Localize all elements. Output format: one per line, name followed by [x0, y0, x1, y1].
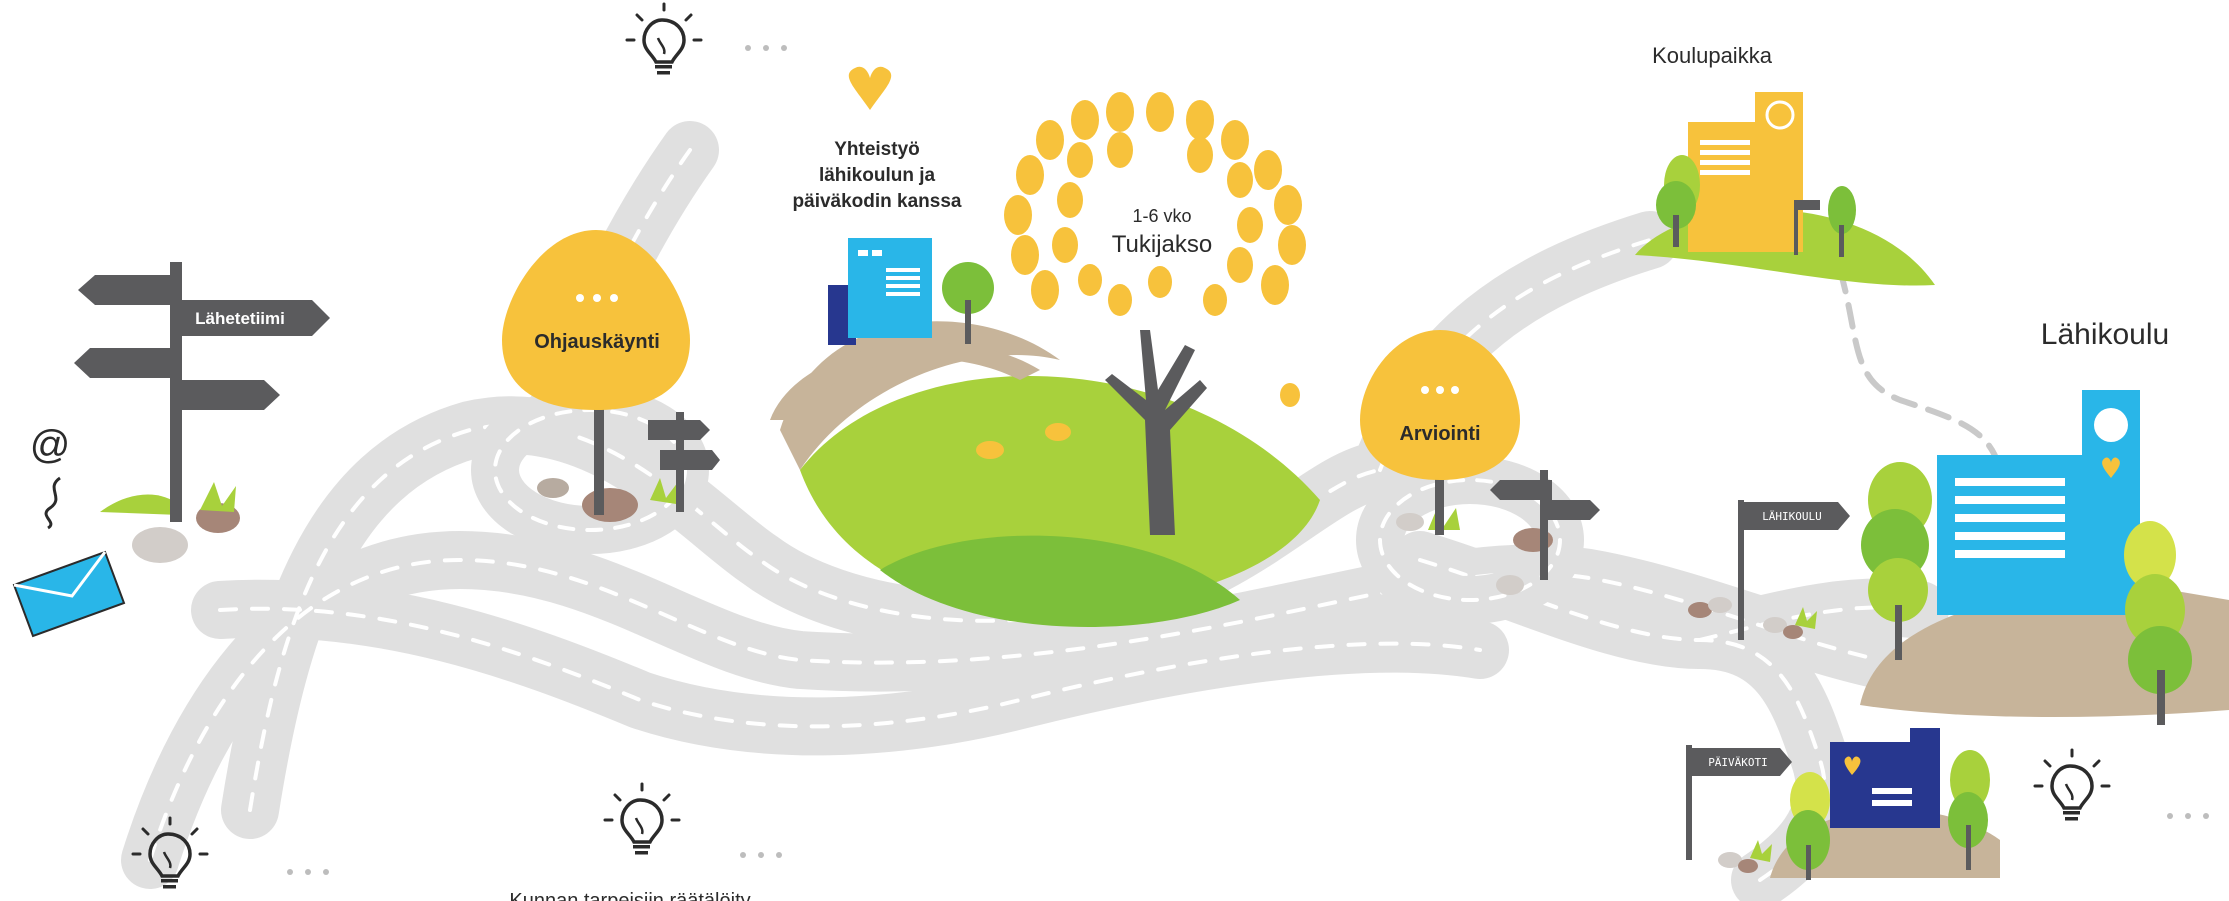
cooperation-building: Yhteistyö lähikoulun ja päiväkodin kanss… — [770, 66, 1040, 420]
school-place-label: Koulupaikka — [1652, 43, 1773, 68]
lightbulb-icon — [625, 2, 703, 77]
referral-team-sign — [172, 300, 330, 336]
cooperation-label-line1: Yhteistyö — [834, 139, 920, 160]
signpost-icon — [648, 412, 720, 512]
daycare: PÄIVÄKOTI — [1686, 728, 2000, 880]
local-school: Lähikoulu LÄHIKOULU — [1688, 318, 2229, 725]
referral-team-label: Lähetetiimi — [195, 309, 285, 328]
heart-icon — [848, 66, 892, 110]
lightbulb-icon — [2033, 748, 2111, 823]
school-place-hill: Koulupaikka — [1635, 43, 1935, 286]
guidance-visit-label: Ohjauskäynti — [534, 331, 660, 353]
municipality-tailored-label: Kunnan tarpeisiin räätälöity — [509, 890, 750, 901]
flag-icon — [1794, 200, 1820, 255]
assessment-label: Arviointi — [1399, 423, 1480, 445]
local-school-label: Lähikoulu — [2041, 318, 2169, 351]
daycare-sign-label: PÄIVÄKOTI — [1708, 756, 1768, 769]
cooperation-label-line2: lähikoulun ja — [819, 165, 936, 186]
at-sign-icon: @ — [30, 423, 71, 467]
referral-team-signpost: Lähetetiimi — [74, 262, 330, 563]
email-envelope-icon — [12, 550, 126, 638]
roundabout-right — [1356, 456, 1584, 624]
footpath — [1837, 267, 2003, 473]
signpost-icon — [1490, 470, 1600, 580]
local-school-sign: LÄHIKOULU — [1738, 500, 1850, 640]
local-school-trees — [1861, 462, 2192, 725]
assessment-tree: Arviointi — [1360, 330, 1600, 595]
daycare-sign: PÄIVÄKOTI — [1686, 745, 1792, 860]
cooperation-label-line3: päiväkodin kanssa — [793, 191, 962, 212]
support-duration-label: 1-6 vko — [1132, 206, 1191, 226]
guidance-visit-tree: Ohjauskäynti — [502, 230, 720, 522]
local-school-sign-label: LÄHIKOULU — [1762, 510, 1822, 523]
support-period-label: Tukijakso — [1112, 231, 1212, 258]
support-tree: 1-6 vko Tukijakso — [1004, 92, 1306, 535]
lightbulb-icon — [603, 782, 681, 857]
clock-icon — [1765, 100, 1795, 130]
dot-trails — [287, 45, 2209, 875]
email-group: @ — [12, 423, 126, 638]
